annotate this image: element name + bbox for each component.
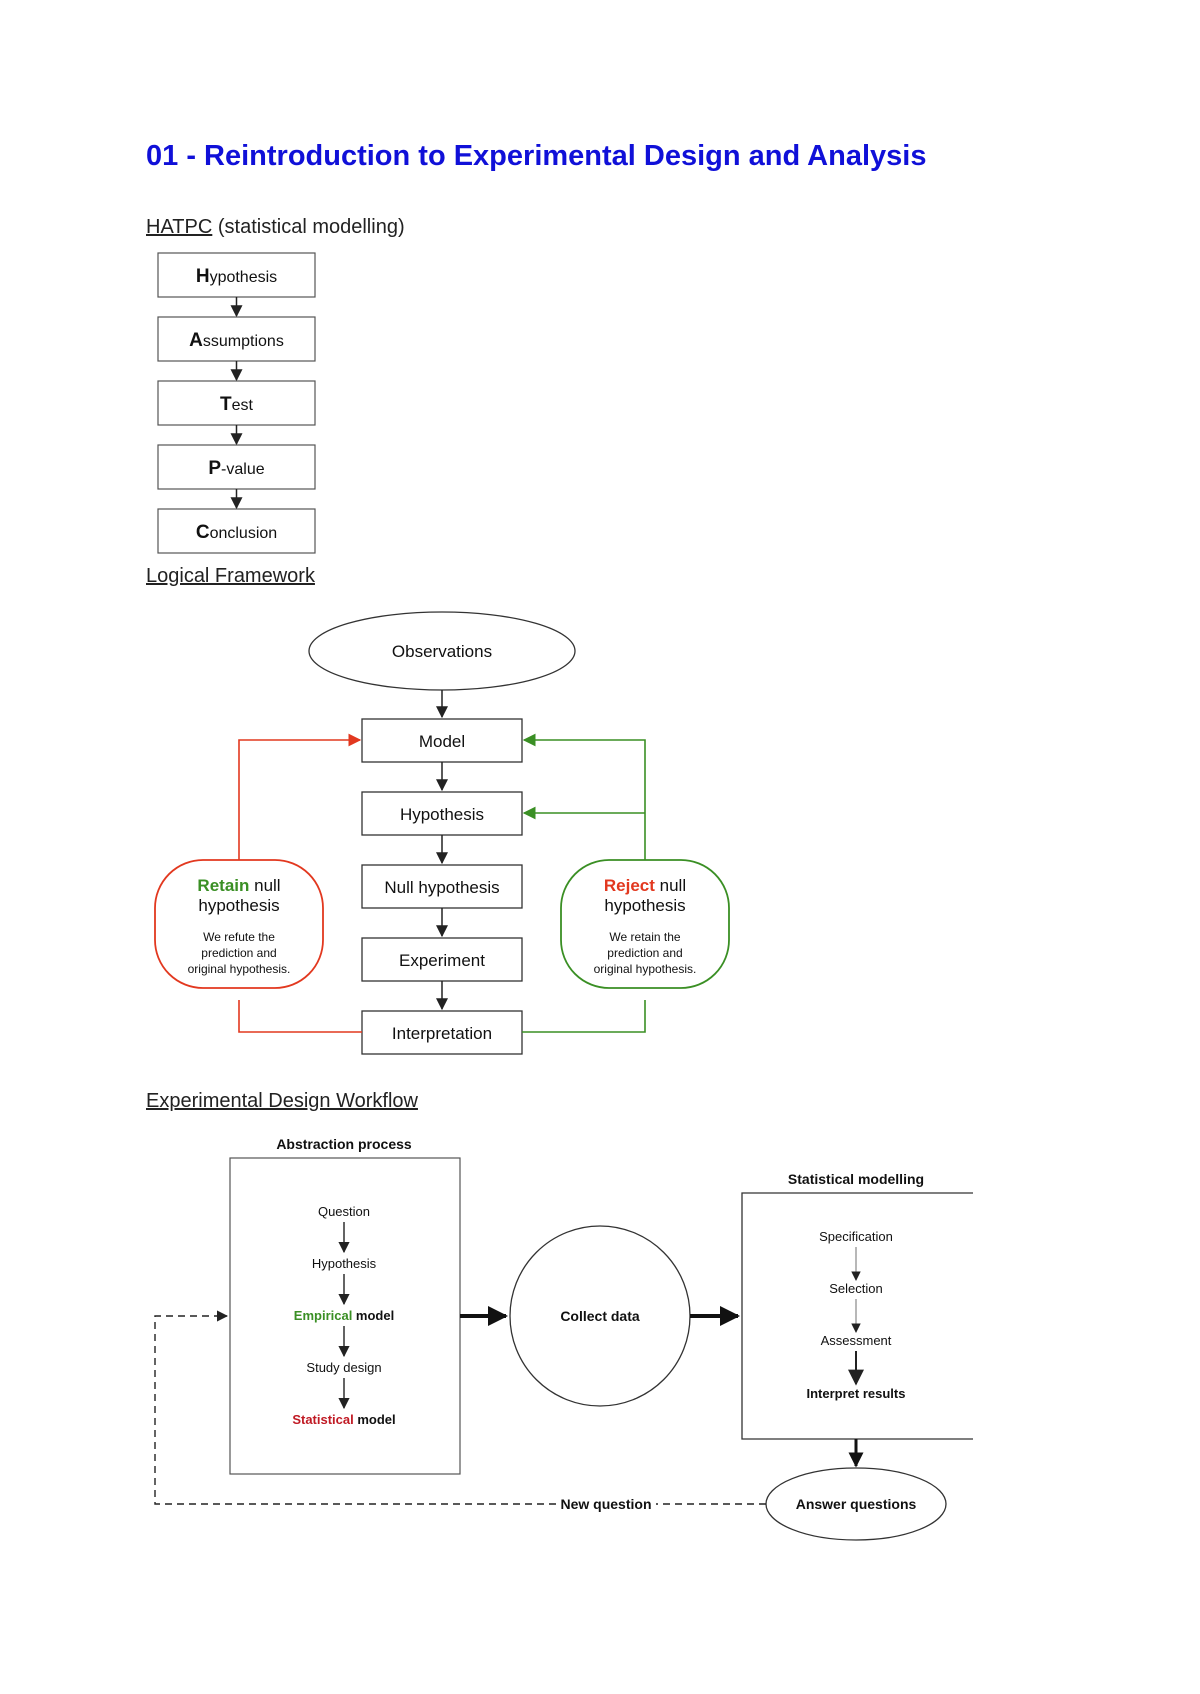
- hatpc-step-initial: C: [196, 522, 210, 543]
- logical-framework-diagram: Observations Model Hypothesis Null hypot…: [154, 611, 730, 1055]
- reject-note-1: We retain the: [609, 930, 680, 944]
- model-label: Model: [419, 732, 465, 751]
- new-question-label: New question: [560, 1496, 651, 1512]
- retain-loop-arrow: [238, 733, 362, 860]
- hatpc-heading-label: HATPC: [146, 216, 213, 238]
- empirical-rest: model: [352, 1308, 394, 1323]
- observations-ellipse: Observations: [308, 611, 576, 691]
- hypothesis-box: Hypothesis: [361, 791, 523, 836]
- reject-loop-arrow-model: [522, 733, 646, 860]
- hatpc-subheading: (statistical modelling): [217, 216, 405, 238]
- null-hypothesis-label: Null hypothesis: [384, 878, 499, 897]
- hatpc-step-rest: est: [232, 397, 254, 414]
- experiment-box: Experiment: [361, 937, 523, 982]
- hatpc-step-assumptions: Assumptions: [157, 316, 316, 362]
- statistical-rest: model: [354, 1412, 396, 1427]
- workflow-hypothesis-label: Hypothesis: [312, 1256, 377, 1271]
- interpretation-label: Interpretation: [392, 1024, 492, 1043]
- retain-loop-line: [238, 1000, 362, 1033]
- model-box: Model: [361, 718, 523, 763]
- answer-questions-label: Answer questions: [796, 1496, 917, 1512]
- reject-word: Reject: [604, 876, 655, 895]
- hatpc-step-rest: ypothesis: [210, 269, 278, 286]
- retain-null-hypothesis-node: Retain null hypothesis We refute the pre…: [154, 859, 324, 989]
- collect-data-label: Collect data: [560, 1308, 640, 1324]
- hatpc-step-rest: ssumptions: [203, 333, 284, 350]
- reject-line2: hypothesis: [604, 896, 685, 915]
- hatpc-diagram: Hypothesis Assumptions Test P-value: [157, 252, 316, 554]
- hatpc-step-initial: T: [220, 394, 232, 415]
- workflow-diagram: Abstraction process Question Hypothesis …: [154, 1136, 973, 1541]
- hatpc-step-initial: P: [208, 458, 221, 479]
- assessment-label: Assessment: [821, 1333, 892, 1348]
- svg-text:Test: Test: [220, 394, 254, 415]
- abstraction-process-title: Abstraction process: [276, 1136, 412, 1152]
- retain-note-2: prediction and: [201, 946, 276, 960]
- retain-word: Retain: [197, 876, 249, 895]
- null-hypothesis-box: Null hypothesis: [361, 864, 523, 909]
- new-question-loop: New question: [154, 1310, 766, 1512]
- study-design-label: Study design: [306, 1360, 381, 1375]
- empirical-word: Empirical: [294, 1308, 353, 1323]
- question-label: Question: [318, 1204, 370, 1219]
- svg-text:Reject null: Reject null: [604, 876, 686, 895]
- workflow-heading: Experimental Design Workflow: [146, 1090, 418, 1113]
- svg-text:Retain null: Retain null: [197, 876, 280, 895]
- reject-rest: null: [655, 876, 686, 895]
- hatpc-step-initial: H: [196, 266, 210, 287]
- hatpc-step-rest: -value: [221, 461, 265, 478]
- reject-null-hypothesis-node: Reject null hypothesis We retain the pre…: [560, 859, 730, 989]
- hypothesis-label: Hypothesis: [400, 805, 484, 824]
- hatpc-heading: HATPC (statistical modelling): [146, 216, 405, 239]
- reject-loop-line: [522, 1000, 646, 1033]
- svg-text:P-value: P-value: [208, 458, 264, 479]
- svg-text:Statistical model: Statistical model: [292, 1412, 395, 1427]
- retain-rest: null: [249, 876, 280, 895]
- statistical-modelling-title: Statistical modelling: [788, 1171, 924, 1187]
- reject-note-3: original hypothesis.: [594, 962, 697, 976]
- hatpc-step-rest: onclusion: [210, 525, 278, 542]
- svg-text:Empirical model: Empirical model: [294, 1308, 394, 1323]
- hatpc-step-hypothesis: Hypothesis: [157, 252, 316, 298]
- retain-note-3: original hypothesis.: [188, 962, 291, 976]
- hatpc-step-pvalue: P-value: [157, 444, 316, 490]
- observations-label: Observations: [392, 642, 492, 661]
- experiment-label: Experiment: [399, 951, 485, 970]
- interpretation-box: Interpretation: [361, 1010, 523, 1055]
- hatpc-step-test: Test: [157, 380, 316, 426]
- answer-questions-node: Answer questions: [765, 1467, 947, 1541]
- reject-note-2: prediction and: [607, 946, 682, 960]
- collect-data-node: Collect data: [509, 1225, 691, 1407]
- workflow-heading-label: Experimental Design Workflow: [146, 1090, 418, 1112]
- abstraction-process-box: [229, 1157, 461, 1475]
- svg-text:Assumptions: Assumptions: [189, 330, 284, 351]
- specification-label: Specification: [819, 1229, 893, 1244]
- statistical-word: Statistical: [292, 1412, 353, 1427]
- svg-text:Conclusion: Conclusion: [196, 522, 277, 543]
- logical-framework-heading-label: Logical Framework: [146, 565, 315, 587]
- retain-note-1: We refute the: [203, 930, 275, 944]
- retain-line2: hypothesis: [198, 896, 279, 915]
- logical-framework-heading: Logical Framework: [146, 565, 315, 588]
- selection-label: Selection: [829, 1281, 882, 1296]
- page-title: 01 - Reintroduction to Experimental Desi…: [146, 140, 927, 172]
- svg-text:Hypothesis: Hypothesis: [196, 266, 277, 287]
- new-question-dash-left: [154, 1310, 556, 1505]
- hatpc-step-conclusion: Conclusion: [157, 508, 316, 554]
- hatpc-step-initial: A: [189, 330, 203, 351]
- interpret-results-label: Interpret results: [807, 1386, 906, 1401]
